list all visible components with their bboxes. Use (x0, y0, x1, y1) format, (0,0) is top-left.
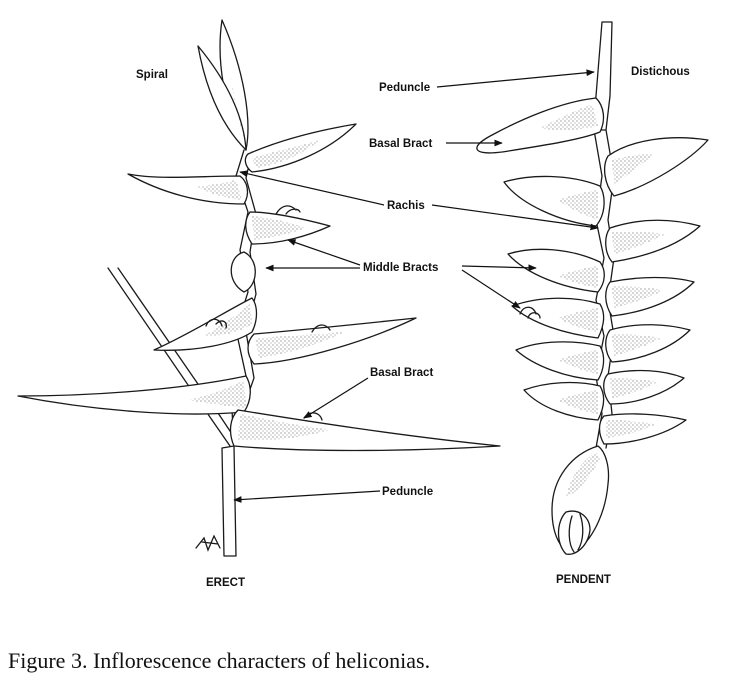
spiral-bract-lower-left (17, 375, 251, 415)
arrow-rachis-right (431, 204, 599, 231)
distichous-bract-l3 (511, 297, 605, 339)
distichous-bract-l4 (515, 341, 605, 381)
erect-basal-bract (229, 409, 501, 452)
label-spiral: Spiral (136, 69, 168, 81)
heliconia-diagram: Spiral Distichous Peduncle Basal Bract R… (17, 19, 709, 589)
apical-bract-2 (197, 45, 247, 151)
arrow-middle-bracts-4 (461, 269, 521, 309)
erect-inflorescence (17, 19, 501, 557)
arrow-middle-bracts-1 (287, 239, 361, 266)
artist-signature (195, 534, 221, 552)
pendent-inflorescence (476, 21, 709, 555)
erect-peduncle (221, 445, 237, 557)
terminal-bud-inner (557, 510, 591, 555)
label-erect: ERECT (206, 577, 245, 589)
arrow-peduncle-right (436, 69, 595, 88)
label-middle-bracts: Middle Bracts (363, 262, 438, 274)
label-basal-bract-right: Basal Bract (369, 138, 432, 150)
distichous-bract-r1 (603, 137, 709, 197)
distichous-bract-l1 (503, 175, 605, 227)
label-peduncle-right: Peduncle (379, 82, 430, 94)
spiral-bract-upper-left (127, 173, 249, 205)
middle-bract-right-3 (247, 317, 417, 365)
pendent-basal-bract (476, 97, 605, 154)
arrow-peduncle-left (233, 490, 381, 503)
figure-caption: Figure 3. Inflorescence characters of he… (8, 648, 431, 673)
label-pendent: PENDENT (556, 574, 611, 586)
label-distichous: Distichous (631, 66, 690, 78)
leader-lines (233, 69, 599, 503)
arrow-basal-bract-left (303, 377, 369, 419)
distichous-bract-r2 (605, 219, 701, 263)
label-rachis: Rachis (387, 200, 425, 212)
arrow-middle-bracts-3 (461, 264, 537, 272)
label-peduncle-left: Peduncle (382, 486, 433, 498)
label-basal-bract-left: Basal Bract (370, 367, 433, 379)
arrow-rachis-left (239, 170, 385, 206)
middle-bract-round (230, 251, 256, 293)
